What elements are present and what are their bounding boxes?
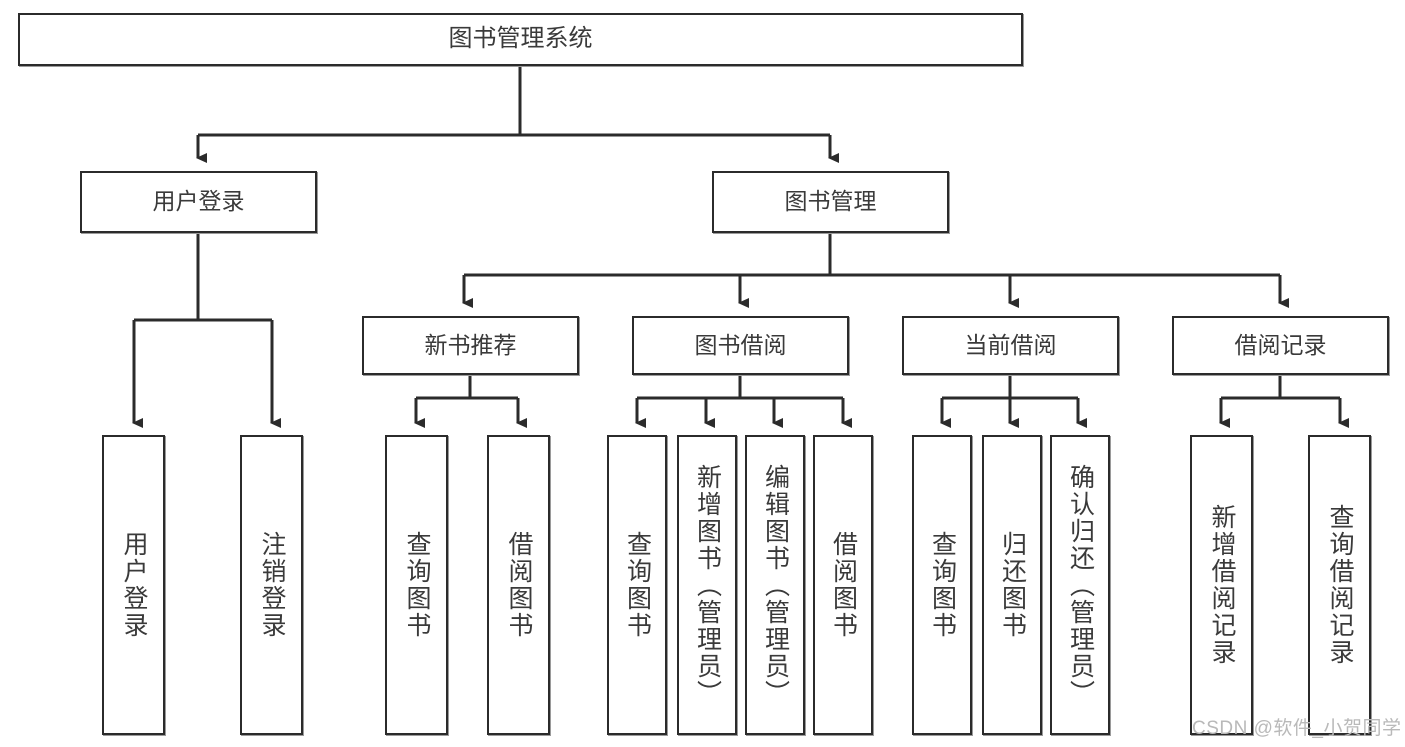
node-leaf-add-record[interactable]: 新增借阅记录	[1190, 435, 1253, 735]
node-root-label: 图书管理系统	[448, 25, 593, 53]
node-leaf-query-book-2[interactable]: 查询图书	[607, 435, 667, 735]
node-borrow-record-label: 借阅记录	[1234, 331, 1327, 358]
node-new-book-recommend[interactable]: 新书推荐	[362, 316, 579, 375]
node-user-login-label: 用户登录	[152, 188, 245, 215]
node-leaf-query-record[interactable]: 查询借阅记录	[1308, 435, 1371, 735]
node-current-borrow[interactable]: 当前借阅	[902, 316, 1119, 375]
node-user-login[interactable]: 用户登录	[80, 171, 317, 233]
node-leaf-edit-book[interactable]: 编辑图书（管理员）	[745, 435, 805, 735]
node-current-borrow-label: 当前借阅	[964, 331, 1057, 358]
node-leaf-borrow-book-1-label: 借阅图书	[505, 531, 533, 639]
node-leaf-return-book[interactable]: 归还图书	[982, 435, 1042, 735]
node-leaf-edit-book-label: 编辑图书（管理员）	[761, 463, 790, 707]
node-leaf-query-book-1-label: 查询图书	[403, 531, 431, 639]
node-root[interactable]: 图书管理系统	[18, 13, 1023, 66]
node-leaf-user-login-label: 用户登录	[120, 531, 148, 639]
node-leaf-query-record-label: 查询借阅记录	[1326, 504, 1354, 666]
node-leaf-user-logout[interactable]: 注销登录	[240, 435, 303, 735]
node-leaf-query-book-1[interactable]: 查询图书	[385, 435, 448, 735]
node-leaf-user-logout-label: 注销登录	[258, 531, 286, 639]
node-leaf-add-record-label: 新增借阅记录	[1208, 504, 1236, 666]
node-leaf-borrow-book-2[interactable]: 借阅图书	[813, 435, 873, 735]
node-leaf-confirm-return-label: 确认归还（管理员）	[1066, 463, 1095, 707]
node-leaf-return-book-label: 归还图书	[998, 531, 1027, 639]
node-leaf-borrow-book-2-label: 借阅图书	[829, 531, 858, 639]
node-book-manage-label: 图书管理	[784, 188, 877, 215]
node-leaf-add-book-label: 新增图书（管理员）	[693, 463, 722, 707]
node-book-borrow-label: 图书借阅	[694, 331, 787, 358]
csdn-watermark: CSDN @软件_小贺同学	[1192, 718, 1402, 739]
node-leaf-confirm-return[interactable]: 确认归还（管理员）	[1050, 435, 1110, 735]
node-leaf-borrow-book-1[interactable]: 借阅图书	[487, 435, 550, 735]
node-leaf-query-book-3[interactable]: 查询图书	[912, 435, 972, 735]
node-new-book-recommend-label: 新书推荐	[424, 331, 517, 358]
node-borrow-record[interactable]: 借阅记录	[1172, 316, 1389, 375]
node-leaf-add-book[interactable]: 新增图书（管理员）	[677, 435, 737, 735]
node-leaf-user-login[interactable]: 用户登录	[102, 435, 165, 735]
node-leaf-query-book-3-label: 查询图书	[928, 531, 957, 639]
node-book-manage[interactable]: 图书管理	[712, 171, 949, 233]
node-leaf-query-book-2-label: 查询图书	[623, 531, 652, 639]
node-book-borrow[interactable]: 图书借阅	[632, 316, 849, 375]
